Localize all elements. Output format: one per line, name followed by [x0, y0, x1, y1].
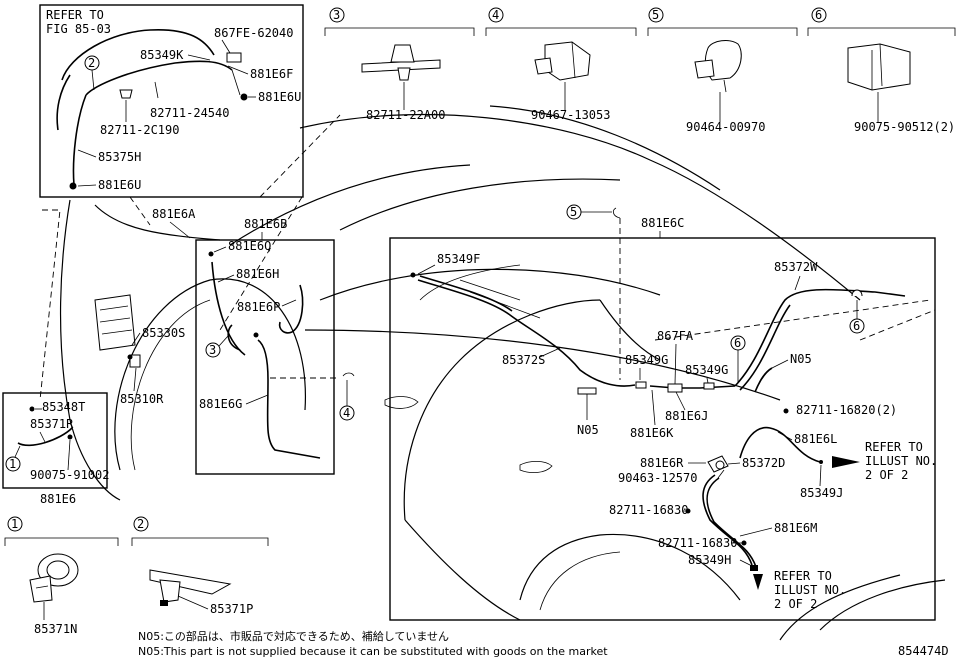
label-85349F: 85349F — [437, 252, 480, 266]
box-label-881E6A: 881E6A — [152, 207, 196, 221]
detail-2: 2 85371P — [131, 516, 269, 616]
diagram-id: 854474D — [898, 644, 949, 658]
middle-detail-box: 881E6B 881E6Q 881E6H 881E6P 3 881E6G — [195, 217, 335, 475]
label-82711-16820: 82711-16820(2) — [796, 403, 897, 417]
note-japanese: N05:この部品は、市販品で対応できるため、補給していません — [138, 629, 449, 643]
detail-6-number: 6 — [815, 8, 822, 22]
label-N05-b: N05 — [577, 423, 599, 437]
refer-top-line2: ILLUST NO. — [865, 454, 937, 468]
detail-1: 1 85371N — [4, 516, 119, 636]
refer-bottom-line1: REFER TO — [774, 569, 832, 583]
detail-1-part: 85371N — [34, 622, 77, 636]
label-867FE-62040: 867FE-62040 — [214, 26, 293, 40]
label-90075-91002: 90075-91002 — [30, 468, 109, 482]
top-left-detail-box: REFER TO FIG 85-03 2 867FE-62040 85349K … — [39, 4, 304, 198]
small-left-box: 85348T 85371R 1 90075-91002 881E6 — [2, 392, 109, 506]
label-881E6R: 881E6R — [640, 456, 684, 470]
right-detail-box: 5 881E6C 6 6 85349F — [389, 204, 937, 621]
box-label-881E6C: 881E6C — [641, 216, 684, 230]
label-881E6P: 881E6P — [237, 300, 280, 314]
label-85372D: 85372D — [742, 456, 785, 470]
callout-6-inner-a: 6 — [734, 336, 741, 350]
detail-3-number: 3 — [333, 8, 340, 22]
label-N05-a: N05 — [790, 352, 812, 366]
label-881E6Q: 881E6Q — [228, 239, 271, 253]
label-881E6K: 881E6K — [630, 426, 674, 440]
label-85310R: 85310R — [120, 392, 164, 406]
callout-2-top: 2 — [88, 56, 95, 70]
front-wheel-area-parts: 85330S 85310R — [94, 294, 185, 406]
callout-6-inner-b: 6 — [853, 319, 860, 333]
detail-3: 3 82711-22A00 — [324, 7, 475, 122]
label-82711-16830-a: 82711-16830 — [609, 503, 688, 517]
note-english: N05:This part is not supplied because it… — [138, 645, 608, 658]
detail-6: 6 90075-90512(2) — [807, 7, 956, 134]
vehicle-body-outline — [59, 105, 946, 641]
refer-fig-line1: REFER TO — [46, 8, 104, 22]
label-85349G-a: 85349G — [625, 353, 668, 367]
callout-4-body: 4 — [343, 406, 350, 420]
box-label-881E6: 881E6 — [40, 492, 76, 506]
label-881E6J: 881E6J — [665, 409, 708, 423]
label-90463-12570: 90463-12570 — [618, 471, 697, 485]
label-85349J: 85349J — [800, 486, 843, 500]
label-85348T: 85348T — [42, 400, 85, 414]
label-881E6U-b: 881E6U — [98, 178, 141, 192]
detail-5-part: 90464-00970 — [686, 120, 765, 134]
detail-1-number: 1 — [11, 517, 18, 531]
refer-fig-line2: FIG 85-03 — [46, 22, 111, 36]
label-881E6M: 881E6M — [774, 521, 817, 535]
arrow-refer-bottom — [753, 574, 763, 590]
label-82711-24540: 82711-24540 — [150, 106, 229, 120]
label-85372S: 85372S — [502, 353, 545, 367]
label-85372W: 85372W — [774, 260, 818, 274]
clip-82711-2C190 — [119, 89, 133, 99]
label-82711-2C190: 82711-2C190 — [100, 123, 179, 137]
label-881E6L: 881E6L — [794, 432, 837, 446]
label-85375H: 85375H — [98, 150, 141, 164]
detail-4-number: 4 — [492, 8, 499, 22]
detail-2-number: 2 — [137, 517, 144, 531]
label-881E6G: 881E6G — [199, 397, 242, 411]
refer-bottom-line2: ILLUST NO. — [774, 583, 846, 597]
detail-2-part: 85371P — [210, 602, 253, 616]
connector-867FE — [226, 52, 242, 63]
arrow-refer-top — [832, 456, 860, 468]
callout-3-mid: 3 — [209, 343, 216, 357]
label-85349G-b: 85349G — [685, 363, 728, 377]
detail-4: 4 90467-13053 — [485, 7, 637, 122]
callout-1-left: 1 — [9, 457, 16, 471]
refer-top-line1: REFER TO — [865, 440, 923, 454]
label-881E6U-a: 881E6U — [258, 90, 301, 104]
detail-6-part: 90075-90512(2) — [854, 120, 955, 134]
detail-3-part: 82711-22A00 — [366, 108, 445, 122]
label-82711-16830-b: 82711-16830 — [658, 536, 737, 550]
label-85349K: 85349K — [140, 48, 184, 62]
label-881E6F: 881E6F — [250, 67, 293, 81]
detail-5: 5 90464-00970 — [647, 7, 798, 134]
label-85349H: 85349H — [688, 553, 731, 567]
plug-881E6U-b — [69, 182, 77, 190]
label-85330S: 85330S — [142, 326, 185, 340]
refer-top-line3: 2 OF 2 — [865, 468, 908, 482]
plug-881E6U-a — [240, 93, 248, 101]
label-881E6H: 881E6H — [236, 267, 279, 281]
box-label-881E6B: 881E6B — [244, 217, 287, 231]
label-867FA: 867FA — [657, 329, 694, 343]
label-85371R: 85371R — [30, 417, 74, 431]
refer-bottom-line3: 2 OF 2 — [774, 597, 817, 611]
callout-5-right: 5 — [570, 205, 577, 219]
detail-4-part: 90467-13053 — [531, 108, 610, 122]
detail-5-number: 5 — [652, 8, 659, 22]
